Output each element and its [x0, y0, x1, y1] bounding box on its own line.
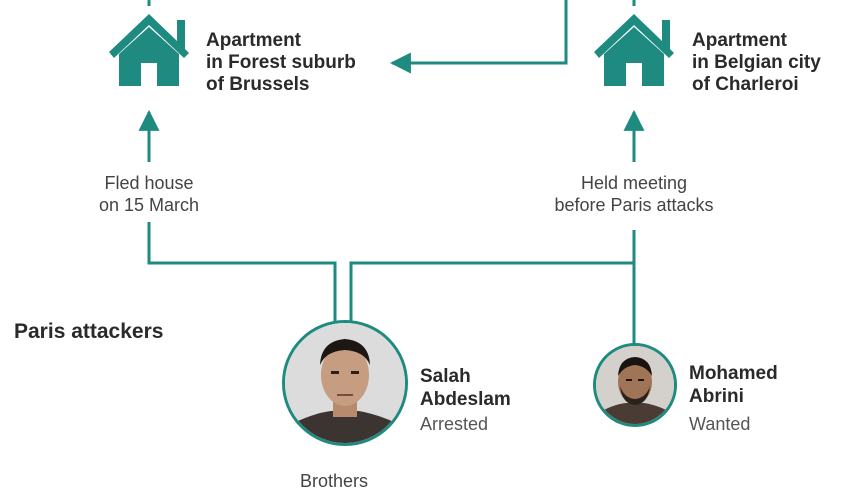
- person-name: Abdeslam: [420, 389, 511, 410]
- meeting-connector-salah: [349, 230, 636, 322]
- person-status: Wanted: [689, 414, 751, 434]
- apartment-forest-label: Apartment in Forest suburb of Brussels: [206, 30, 356, 95]
- person-name: Abrini: [689, 386, 744, 407]
- person-photo-salah: [282, 320, 408, 446]
- person-label-mohamed: Mohamed Abrini Wanted: [689, 362, 778, 435]
- held-meeting-label: Held meeting before Paris attacks: [554, 173, 714, 215]
- fled-connector: [147, 222, 337, 322]
- brothers-label: Brothers: [300, 471, 369, 491]
- charleroi-to-forest-arrow: [389, 0, 568, 74]
- diagram-canvas: [109, 0, 674, 345]
- fled-house-label: Fled house on 15 March: [98, 173, 200, 215]
- section-title: Paris attackers: [14, 320, 164, 343]
- person-status: Arrested: [420, 414, 489, 434]
- person-name: Salah: [420, 366, 471, 387]
- house-icon: [109, 14, 189, 86]
- person-label-salah: Salah Abdeslam Arrested: [420, 365, 511, 435]
- apartment-charleroi-label: Apartment in Belgian city of Charleroi: [692, 30, 821, 95]
- person-name: Mohamed: [689, 363, 778, 384]
- house-icon: [594, 14, 674, 86]
- person-photo-mohamed: [593, 343, 677, 427]
